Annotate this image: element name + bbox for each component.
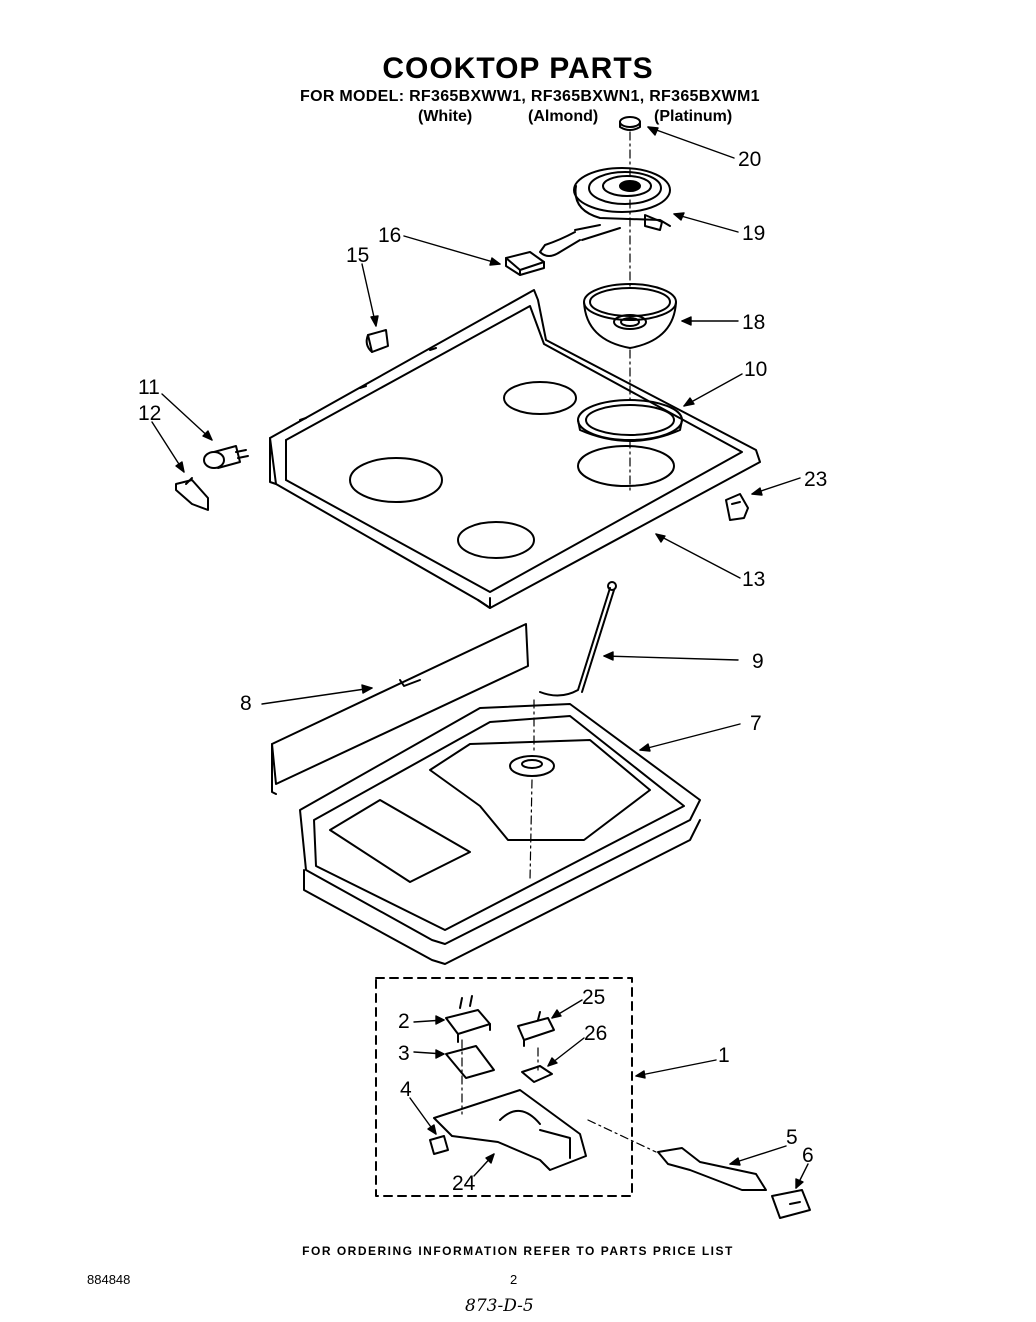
callout-9: 9 bbox=[752, 650, 764, 673]
callout-7: 7 bbox=[750, 712, 762, 735]
trim-ring bbox=[577, 399, 683, 442]
callout-15: 15 bbox=[346, 244, 369, 267]
clip-15 bbox=[365, 329, 389, 353]
bracket-24 bbox=[429, 1089, 587, 1171]
burner-box bbox=[299, 703, 701, 965]
callout-26: 26 bbox=[584, 1022, 607, 1045]
rear-channel bbox=[271, 623, 529, 795]
variant-almond: (Almond) bbox=[528, 108, 599, 125]
callout-19: 19 bbox=[742, 222, 765, 245]
plate-3 bbox=[445, 1045, 495, 1079]
page-title: COOKTOP PARTS bbox=[382, 52, 654, 85]
callout-8: 8 bbox=[240, 692, 252, 715]
callout-4: 4 bbox=[400, 1078, 412, 1101]
callout-20: 20 bbox=[738, 148, 761, 171]
callout-1: 1 bbox=[718, 1044, 730, 1067]
callout-16: 16 bbox=[378, 224, 401, 247]
callout-11: 11 bbox=[138, 376, 160, 399]
cooktop-panel bbox=[269, 289, 761, 609]
handwritten-code: 873-D-5 bbox=[465, 1296, 534, 1316]
model-line: FOR MODEL: RF365BXWW1, RF365BXWN1, RF365… bbox=[300, 88, 760, 105]
callout-10: 10 bbox=[744, 358, 767, 381]
variant-platinum: (Platinum) bbox=[654, 108, 733, 125]
callout-12: 12 bbox=[138, 402, 161, 425]
part-12-bracket bbox=[175, 477, 209, 511]
alignment-axes bbox=[461, 131, 657, 1153]
callout-25: 25 bbox=[582, 986, 605, 1009]
document-number: 884848 bbox=[87, 1272, 131, 1287]
callout-3: 3 bbox=[398, 1042, 410, 1065]
switch-25 bbox=[517, 1011, 555, 1047]
surface-element bbox=[539, 116, 671, 257]
assembly-box bbox=[375, 977, 633, 1197]
switch-2 bbox=[445, 995, 491, 1043]
callout-6: 6 bbox=[802, 1144, 814, 1167]
callout-18: 18 bbox=[742, 311, 765, 334]
callout-13: 13 bbox=[742, 568, 765, 591]
drip-bowl bbox=[583, 283, 677, 349]
callout-23: 23 bbox=[804, 468, 827, 491]
clip-23 bbox=[725, 493, 749, 521]
callout-24: 24 bbox=[452, 1172, 476, 1195]
callout-5: 5 bbox=[786, 1126, 798, 1149]
variant-white: (White) bbox=[418, 108, 473, 125]
page-number: 2 bbox=[510, 1272, 518, 1287]
leader-lines bbox=[151, 126, 809, 1189]
callout-2: 2 bbox=[398, 1010, 410, 1033]
connector-6 bbox=[771, 1189, 811, 1219]
bracket-5 bbox=[657, 1147, 767, 1191]
part-11-bracket bbox=[203, 445, 249, 469]
rod-9 bbox=[539, 581, 617, 697]
ordering-note: FOR ORDERING INFORMATION REFER TO PARTS … bbox=[302, 1244, 734, 1258]
terminal-block bbox=[505, 251, 545, 276]
plate-26 bbox=[521, 1065, 553, 1083]
callout-labels: 20 19 16 15 18 10 11 12 23 13 9 8 7 25 2… bbox=[138, 148, 827, 1195]
